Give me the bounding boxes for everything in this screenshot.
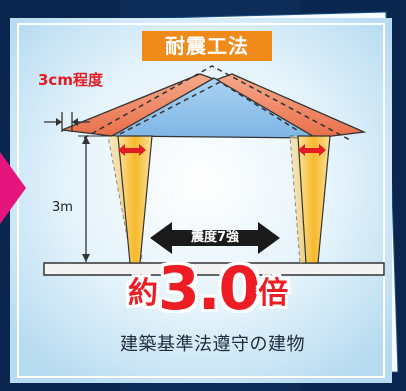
factor-prefix: 約 [128,276,158,311]
strength-factor: 約3.0倍 [128,254,298,326]
right-brace-icon [298,144,326,156]
roof-body [109,77,319,139]
right-column [297,135,331,264]
title-badge: 耐震工法 [142,31,272,61]
left-brace-icon [118,144,146,156]
left-column [117,135,153,264]
roof-gap-label: 3cm程度 [38,71,103,89]
ground-slab [43,262,385,276]
pointer-arrow-icon [0,152,26,224]
roof-dashed-outline-inner [119,81,301,135]
seismic-intensity-label: 震度7強 [190,230,240,245]
factor-value: 3.0 [158,254,260,324]
shake-arrow-icon [150,222,280,254]
caption: 建築基準法遵守の建物 [120,334,305,355]
factor-suffix: 倍 [258,276,289,311]
roof-dashed-outline [83,65,351,141]
height-label: 3m [52,200,73,215]
